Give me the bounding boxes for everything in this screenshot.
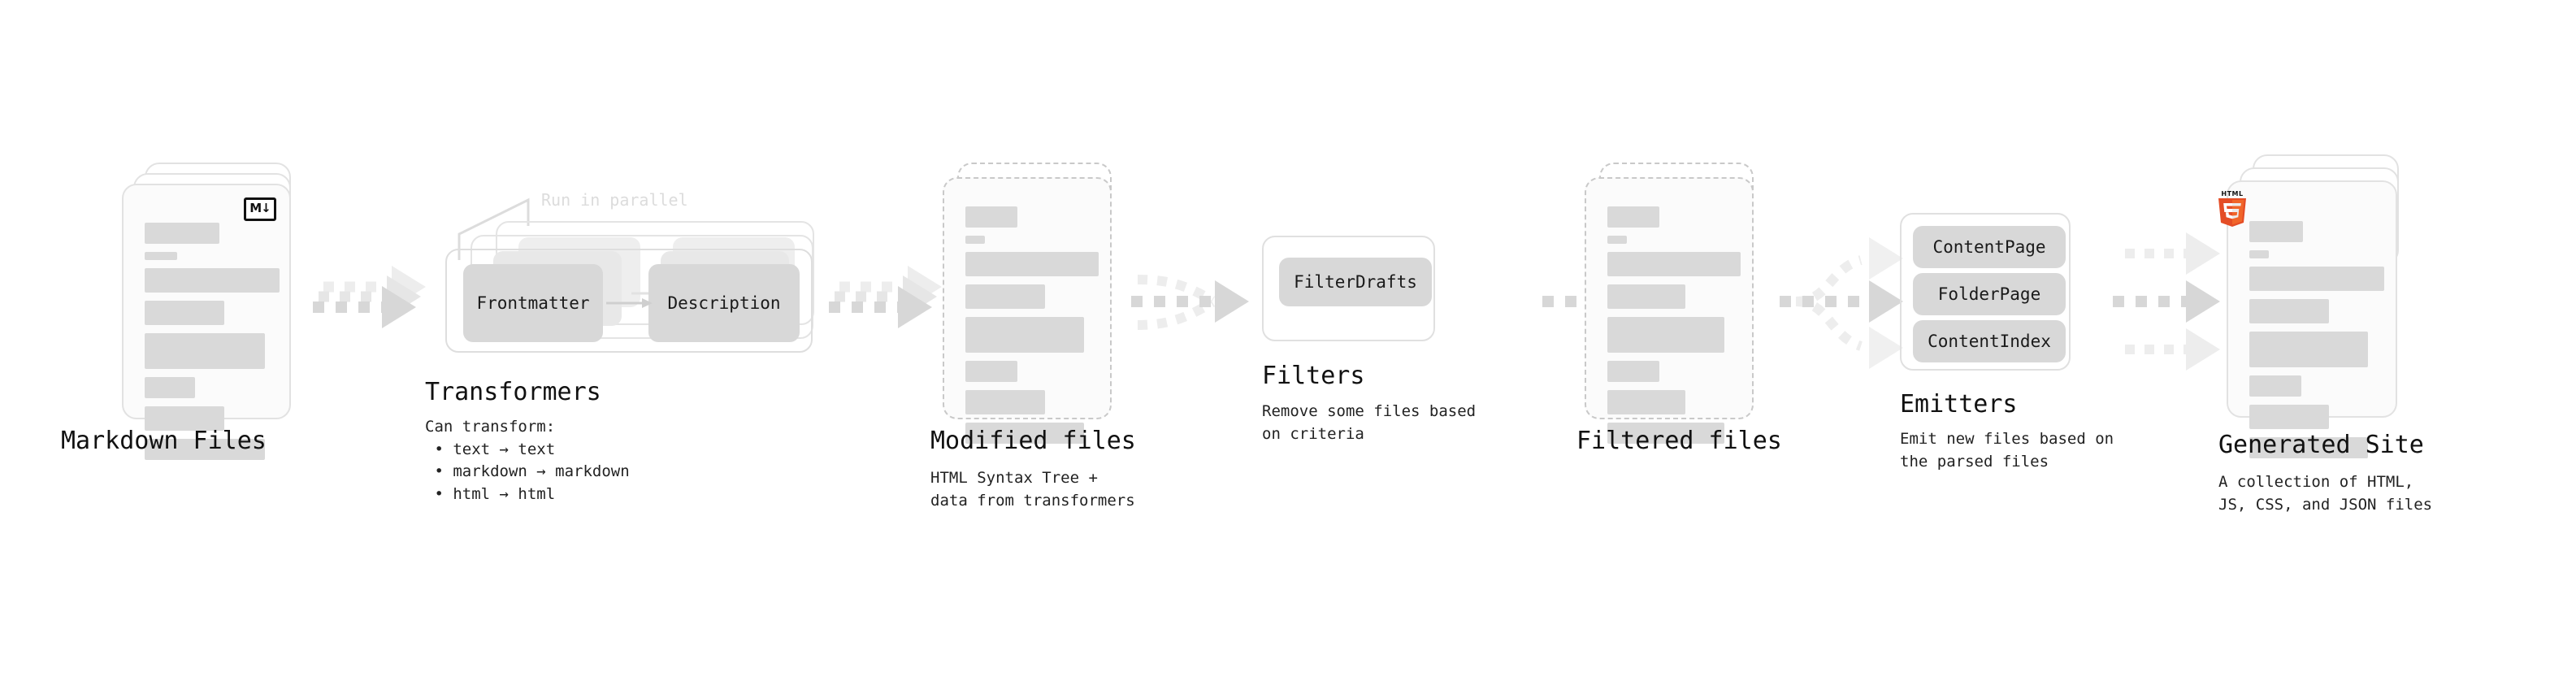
content-bar [965,236,985,244]
content-bar [2249,375,2301,397]
stage-subtitle: Can transform: • text → text • markdown … [425,418,630,503]
content-bar [2249,250,2269,258]
content-bar [2249,299,2329,323]
content-bar [145,252,177,260]
content-bar [1607,317,1724,353]
stage-title: Markdown Files [61,427,267,455]
file-card-front [1585,177,1754,444]
file-content-bars [1607,206,1741,452]
pill-contentpage[interactable]: ContentPage [1913,226,2066,268]
html5-icon: HTML [2217,190,2248,227]
stage-title: Filtered files [1576,427,1782,455]
file-content-bars [965,206,1099,452]
pill-description[interactable]: Description [648,264,800,342]
pill-frontmatter[interactable]: Frontmatter [463,264,603,342]
content-bar [145,439,265,460]
arrow-emitters-to-site [2113,232,2220,371]
stage-subtitle: HTML Syntax Tree + data from transformer… [930,469,1135,510]
markdown-icon-arrow: ↓ [261,201,271,215]
content-bar [1607,390,1685,414]
content-bar [2249,437,2368,458]
arrow-markdown-to-transformers [313,266,426,328]
content-bar [145,268,280,293]
content-bar [145,406,224,431]
pill-folderpage[interactable]: FolderPage [1913,273,2066,315]
content-bar [965,252,1099,276]
content-bar [965,361,1017,382]
pill-label: Description [667,293,781,313]
content-bar [965,284,1045,309]
content-bar [2249,267,2384,291]
arrow-transformers-to-modified [829,266,942,328]
arrow-modified-to-filters [1131,275,1249,330]
content-bar [145,301,224,325]
run-in-parallel-label: Run in parallel [541,190,688,210]
html5-shield [2218,198,2246,227]
content-bar [145,377,195,398]
file-card-front [943,177,1112,444]
file-card-front: HTML [2218,180,2397,458]
content-bar [145,333,265,369]
file-content-bars [2249,221,2384,466]
pill-label: FilterDrafts [1294,272,1417,292]
stage-title: Modified files [930,427,1136,455]
content-bar [2249,332,2368,367]
stage-subtitle: A collection of HTML, JS, CSS, and JSON … [2218,473,2433,514]
pill-label: FolderPage [1937,284,2041,304]
stage-subtitle: Emit new files based on the parsed files [1900,430,2114,471]
content-bar [145,223,219,244]
content-bar [1607,252,1741,276]
arrow-filtered-to-emitters [1780,237,1903,369]
stage-generated-site: CSS HTML [2218,154,2432,514]
content-bar [2249,221,2303,242]
emitters-box: ContentPage FolderPage ContentIndex [1900,213,2071,371]
stage-title: Transformers [425,378,601,406]
file-content-bars [145,223,280,468]
filters-box: FilterDrafts [1262,236,1435,341]
content-bar [965,317,1084,353]
stage-markdown-files: M↓ Markdown Files [61,163,309,460]
content-bar [965,423,1084,444]
content-bar [1607,236,1627,244]
filtered-file-stack [1585,163,1772,444]
pill-label: ContentPage [1932,237,2046,257]
pill-label: Frontmatter [476,293,590,313]
pill-filterdrafts[interactable]: FilterDrafts [1279,258,1432,306]
content-bar [965,206,1017,228]
content-bar [1607,423,1724,444]
transformer-box-front: Frontmatter Description [445,249,813,353]
pill-contentindex[interactable]: ContentIndex [1913,320,2066,362]
modified-file-stack [943,163,1130,444]
content-bar [2249,405,2329,429]
run-in-parallel-bracket [458,197,530,260]
stage-title: Filters [1262,362,1365,390]
pill-label: ContentIndex [1928,332,2051,351]
markdown-file-stack: M↓ [122,163,309,460]
content-bar [965,390,1045,414]
stage-title: Emitters [1900,390,2018,419]
pill-connector-arrow-front [606,298,653,308]
stage-subtitle: Remove some files based on criteria [1262,402,1477,443]
stage-title: Generated Site [2218,431,2424,459]
markdown-icon-letter: M [249,201,262,215]
content-bar [1607,206,1659,228]
content-bar [1607,284,1685,309]
generated-file-stack: CSS HTML [2218,154,2430,458]
content-bar [1607,361,1659,382]
file-card-front: M↓ [122,184,291,460]
markdown-icon: M↓ [244,197,276,221]
html5-icon-label: HTML [2221,190,2244,197]
stage-filtered-files: Filtered files [1576,163,1782,455]
stage-modified-files: Modified files HTML Syntax Tree + data f… [930,163,1136,510]
